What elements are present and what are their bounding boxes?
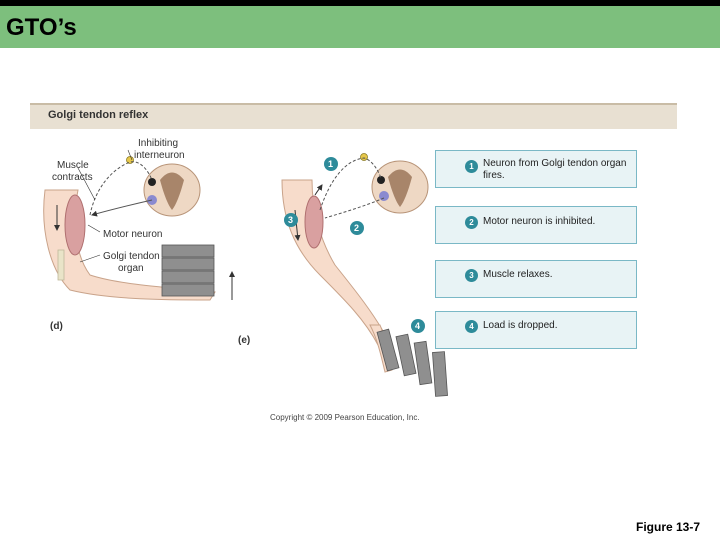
spinal-cord-d [143,163,201,217]
label-panel-d: (d) [50,321,63,332]
leader-gto [79,254,101,263]
leader-muscle [77,167,96,201]
step-text-4: Load is dropped. [483,320,558,331]
slide-title: GTO’s [6,14,77,41]
copyright-notice: Copyright © 2009 Pearson Education, Inc. [270,413,420,422]
label-panel-e: (e) [238,335,250,346]
sensory-ganglion-e [360,153,368,161]
step-text-1: Neuron from Golgi tendon organ fires. [483,158,627,181]
interneuron-body [148,178,156,186]
step-num-2: 2 [465,216,478,229]
label-muscle-contracts-1: Muscle [57,160,89,171]
leader-interneuron [127,149,133,161]
marker-step-4-num: 4 [415,321,420,331]
bone [57,249,65,281]
step-text-3: Muscle relaxes. [483,269,553,280]
header-bar [0,6,720,48]
step-num-3: 3 [465,269,478,282]
spinal-cord-e [371,160,429,214]
sensory-ganglion [126,156,134,164]
top-rule [0,0,720,6]
label-interneuron-1: Inhibiting [138,138,178,149]
sensory-pathway-e [319,157,382,211]
biceps-muscle [64,194,86,256]
marker-step-1 [324,157,338,171]
stretch-arrow-e [314,184,323,196]
marker-step-3-num: 3 [288,215,293,225]
sensory-pathway-d [89,161,153,216]
figure-title: Golgi tendon reflex [48,109,149,121]
marker-step-2-num: 2 [354,223,359,233]
marker-step-1-num: 1 [328,159,333,169]
label-gto-1: Golgi tendon [103,251,160,262]
step-num-1: 1 [465,160,478,173]
step-text-2: Motor neuron is inhibited. [483,216,596,227]
load-weights-d [161,244,215,297]
leader-motor [87,224,101,233]
marker-step-2 [350,221,364,235]
figure-reference: Figure 13-7 [636,520,701,534]
label-gto-2: organ [118,263,144,274]
load-weights-e [376,328,448,397]
motor-pathway-e [324,197,385,219]
label-motor-neuron: Motor neuron [103,229,162,240]
marker-step-4 [411,319,425,333]
panel-d-arm [43,189,216,301]
marker-step-3 [284,213,298,227]
label-muscle-contracts-2: contracts [52,172,93,183]
label-interneuron-2: interneuron [134,150,185,161]
biceps-muscle-e [304,195,324,249]
motor-pathway-d [91,199,153,217]
panel-e-arm [281,179,393,373]
step-num-4: 4 [465,320,478,333]
figure-header [30,103,677,129]
